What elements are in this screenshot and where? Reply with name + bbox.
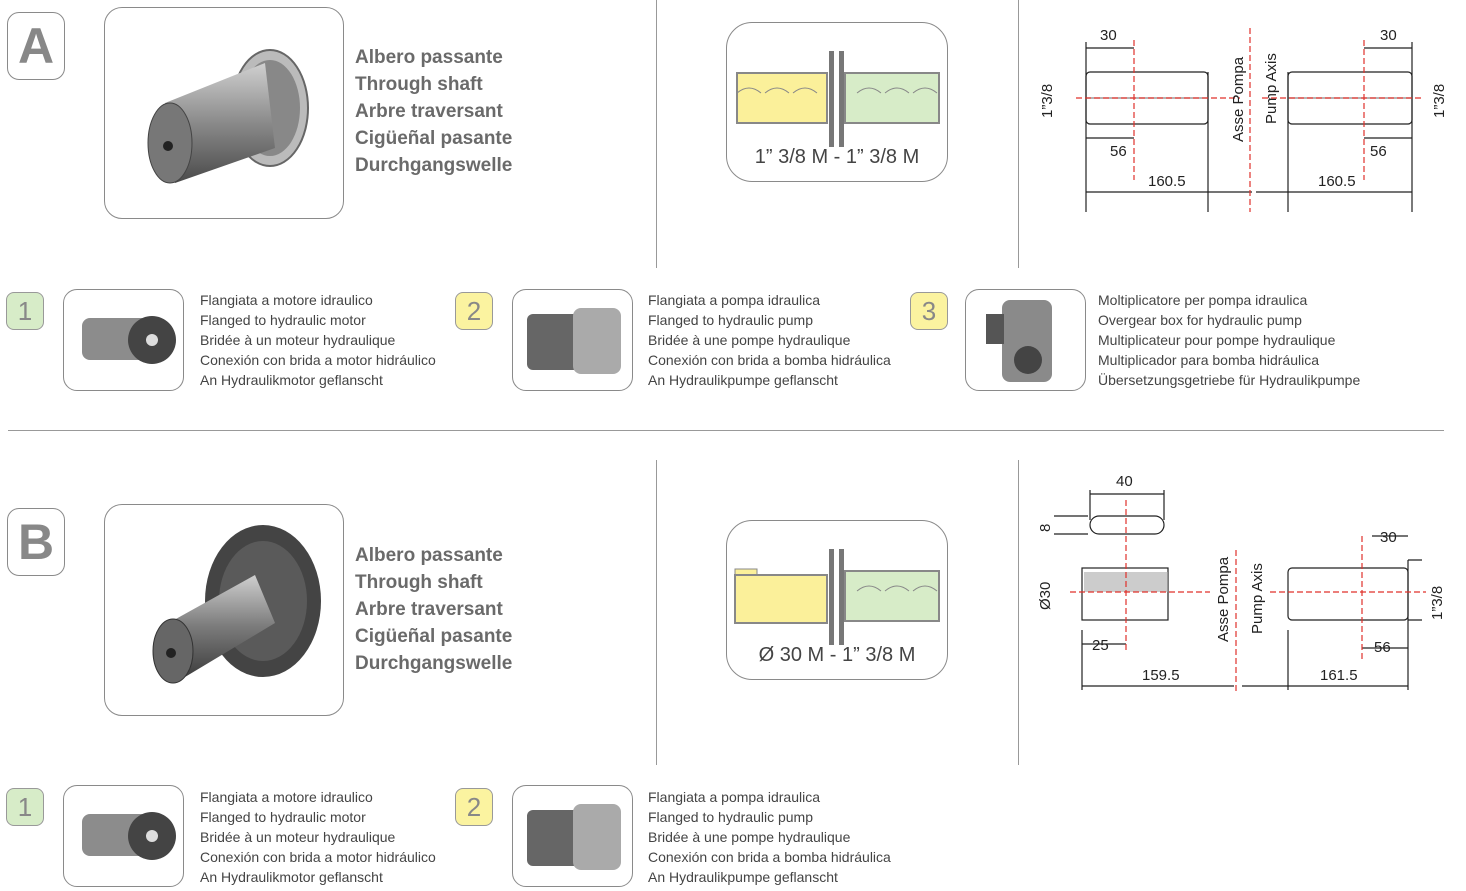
shaft-a-diagram: 1” 3/8 M - 1” 3/8 M [726, 22, 948, 182]
section-a-badge: A [7, 12, 65, 80]
svg-text:56: 56 [1370, 143, 1387, 160]
option-b1-photo [63, 785, 184, 887]
svg-text:159.5: 159.5 [1142, 667, 1180, 684]
svg-text:1”3/8: 1”3/8 [1429, 586, 1446, 620]
svg-text:1”3/8: 1”3/8 [1431, 84, 1448, 118]
divider-b2 [1018, 460, 1019, 765]
section-a-names: Albero passante Through shaft Arbre trav… [355, 47, 513, 176]
shaft-a-label: 1” 3/8 M - 1” 3/8 M [754, 146, 920, 168]
shaft-b-diagram: Ø 30 M - 1” 3/8 M [726, 520, 948, 680]
shaft-b-label: Ø 30 M - 1” 3/8 M [758, 644, 916, 666]
option-b1-badge: 1 [6, 788, 44, 826]
option-b2-photo [512, 785, 633, 887]
option-a3-badge: 3 [910, 292, 948, 330]
option-a3-photo [965, 289, 1086, 391]
svg-text:30: 30 [1380, 529, 1397, 546]
svg-text:56: 56 [1374, 639, 1391, 656]
svg-text:161.5: 161.5 [1320, 667, 1358, 684]
svg-text:30: 30 [1100, 27, 1117, 44]
svg-text:8: 8 [1037, 524, 1054, 532]
section-divider [8, 430, 1444, 431]
svg-text:160.5: 160.5 [1318, 173, 1356, 190]
svg-text:Asse Pompa: Asse Pompa [1230, 56, 1247, 142]
option-b2-badge: 2 [455, 788, 493, 826]
drawing-a: 30 30 56 56 160.5 160.5 1”3/8 1”3/8 Asse… [1030, 20, 1450, 225]
shaft-b-photo [104, 504, 344, 716]
section-b-names: Albero passante Through shaft Arbre trav… [355, 545, 513, 674]
section-b-badge: B [7, 508, 65, 576]
svg-text:160.5: 160.5 [1148, 173, 1186, 190]
svg-text:56: 56 [1110, 143, 1127, 160]
svg-text:30: 30 [1380, 27, 1397, 44]
svg-text:1”3/8: 1”3/8 [1039, 84, 1056, 118]
option-a1-photo [63, 289, 184, 391]
divider-a2 [1018, 0, 1019, 268]
option-a2-badge: 2 [455, 292, 493, 330]
svg-text:40: 40 [1116, 473, 1133, 490]
drawing-b: 40 8 Ø30 25 159.5 30 1”3/8 56 161.5 Asse… [1030, 470, 1450, 705]
divider-b1 [656, 460, 657, 765]
option-a2-photo [512, 289, 633, 391]
svg-text:25: 25 [1092, 637, 1109, 654]
divider-a1 [656, 0, 657, 268]
svg-text:Pump Axis: Pump Axis [1249, 563, 1266, 634]
svg-text:Ø30: Ø30 [1037, 582, 1054, 610]
svg-text:Pump Axis: Pump Axis [1263, 53, 1280, 124]
svg-text:Asse Pompa: Asse Pompa [1215, 556, 1232, 642]
shaft-a-photo [104, 7, 344, 219]
option-a1-badge: 1 [6, 292, 44, 330]
